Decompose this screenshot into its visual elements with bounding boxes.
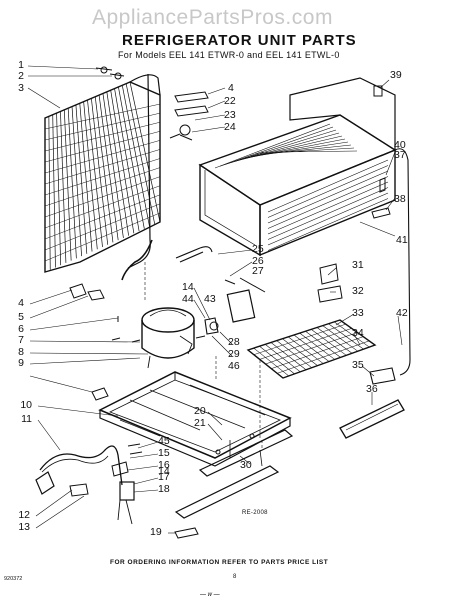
callout-18: 18	[158, 483, 170, 495]
fan-and-condenser-right	[246, 263, 405, 439]
callout-35: 35	[352, 359, 364, 371]
callout-1: 1	[18, 59, 24, 71]
callout-31: 31	[352, 259, 364, 271]
diagram-subtitle: For Models EEL 141 ETWR-0 and EEL 141 ET…	[118, 50, 340, 60]
callout-16: 16	[158, 459, 170, 471]
callout-38: 38	[394, 193, 406, 205]
callout-23: 23	[224, 109, 236, 121]
callout-26: 26	[252, 255, 264, 267]
callout-28: 28	[228, 336, 240, 348]
page-number: 8	[233, 574, 237, 580]
callout-11: 11	[21, 413, 32, 425]
bracket-parts	[169, 87, 226, 141]
callout-42: 42	[396, 307, 408, 319]
evaporator-assembly	[198, 77, 397, 257]
callout-33: 33	[352, 307, 364, 319]
callout-8: 8	[18, 346, 24, 358]
callout-9: 9	[18, 357, 24, 369]
callout-45: 45	[158, 435, 170, 447]
mounting-rails	[174, 429, 294, 519]
callout-43: 43	[204, 293, 216, 305]
watermark: AppliancePartsPros.com	[92, 6, 333, 29]
callout-2: 2	[18, 70, 24, 82]
callout-3: 3	[18, 82, 24, 94]
callout-14-top: 14	[182, 281, 194, 293]
callout-39: 39	[390, 69, 402, 81]
condenser-coil	[44, 66, 161, 273]
ordering-note: FOR ORDERING INFORMATION REFER TO PARTS …	[110, 559, 329, 566]
callout-22: 22	[224, 95, 236, 107]
callout-24: 24	[224, 121, 236, 133]
drawing-code: RE-2008	[242, 510, 268, 516]
callout-25: 25	[252, 243, 264, 255]
diagram-title: REFRIGERATOR UNIT PARTS	[122, 32, 357, 49]
callout-41: 41	[396, 234, 408, 246]
callout-13: 13	[18, 521, 30, 533]
callout-46: 46	[228, 360, 240, 372]
callout-10: 10	[20, 399, 32, 411]
callout-37: 37	[394, 149, 406, 161]
callout-14-lower: 14	[158, 465, 170, 477]
callout-7: 7	[18, 334, 24, 346]
callout-36: 36	[366, 383, 378, 395]
callout-20: 20	[194, 405, 206, 417]
callout-29: 29	[228, 348, 240, 360]
base-frame	[98, 371, 292, 467]
callout-40: 40	[394, 139, 406, 151]
callout-4-left: 4	[18, 297, 24, 309]
callout-12: 12	[18, 509, 30, 521]
callout-19: 19	[150, 526, 162, 538]
callout-6: 6	[18, 323, 24, 335]
continued-mark: — w —	[200, 592, 220, 598]
catalog-number: 920372	[4, 576, 23, 582]
callout-17: 17	[158, 471, 170, 483]
callout-5: 5	[18, 311, 24, 323]
compressor	[131, 289, 256, 369]
callout-15: 15	[158, 447, 170, 459]
callout-4-top: 4	[228, 82, 234, 94]
callout-34: 34	[352, 327, 364, 339]
callout-27: 27	[252, 265, 264, 277]
callout-44: 44	[182, 293, 194, 305]
callout-30: 30	[240, 459, 252, 471]
callout-32: 32	[352, 285, 364, 297]
power-cord-and-wiring	[35, 443, 143, 525]
callout-21: 21	[194, 417, 206, 429]
